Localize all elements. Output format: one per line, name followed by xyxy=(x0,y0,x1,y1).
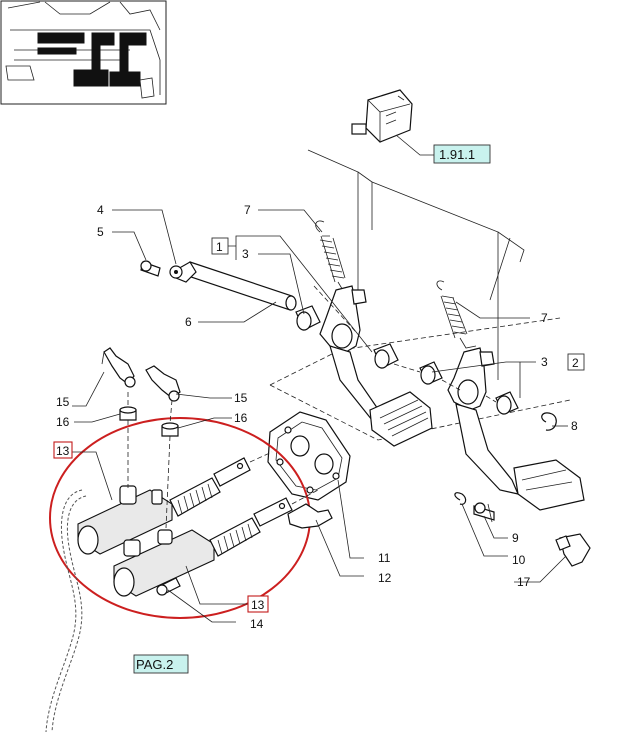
seal-right xyxy=(161,422,179,437)
part-label-4[interactable]: 4 xyxy=(97,203,104,217)
part-label-15-left[interactable]: 15 xyxy=(56,395,70,409)
brake-pedal xyxy=(447,347,585,511)
part-label-1: 1 xyxy=(216,240,223,254)
part-labels: 3 3 4 5 6 7 7 8 9 10 11 12 14 15 15 16 1… xyxy=(56,203,578,631)
label-box-2[interactable]: 2 xyxy=(567,353,585,371)
clevis-bracket xyxy=(287,503,333,529)
master-cylinder-lower xyxy=(113,497,293,597)
pedal-switch-drawing xyxy=(351,89,434,156)
clevis-pin xyxy=(473,502,495,523)
clutch-pedal xyxy=(319,285,433,447)
part-label-3-right[interactable]: 3 xyxy=(541,355,548,369)
frame-lines xyxy=(307,149,525,380)
part-label-11[interactable]: 11 xyxy=(378,551,391,565)
assembly-lines xyxy=(127,285,497,529)
part-label-13-lower: 13 xyxy=(251,598,265,612)
part-label-2: 2 xyxy=(572,356,579,370)
part-label-16-left[interactable]: 16 xyxy=(56,415,70,429)
reference-tag-pag-2[interactable]: PAG.2 xyxy=(133,654,189,674)
part-label-10[interactable]: 10 xyxy=(512,553,526,567)
hydraulic-hose xyxy=(45,489,83,733)
cylinder-screw xyxy=(156,577,181,596)
part-label-6[interactable]: 6 xyxy=(185,315,192,329)
part-label-7-left[interactable]: 7 xyxy=(244,203,251,217)
mounting-bracket xyxy=(555,533,591,567)
part-label-3-left[interactable]: 3 xyxy=(242,247,249,261)
leader-lines xyxy=(72,209,568,623)
part-label-13-upper: 13 xyxy=(56,444,70,458)
seal-left xyxy=(119,406,137,421)
return-spring-left xyxy=(315,220,355,293)
part-label-9[interactable]: 9 xyxy=(512,531,519,545)
retaining-clip xyxy=(541,412,557,431)
label-box-1[interactable]: 1 xyxy=(211,237,229,255)
locator-inset xyxy=(0,0,167,105)
reference-tag-1-91-1[interactable]: 1.91.1 xyxy=(433,144,491,164)
pedal-shaft xyxy=(140,260,297,311)
label-box-13-upper[interactable]: 13 xyxy=(53,441,73,459)
part-label-17[interactable]: 17 xyxy=(517,575,531,589)
label-box-13-lower[interactable]: 13 xyxy=(247,595,269,613)
elbow-fitting-left xyxy=(101,347,136,388)
mounting-plate xyxy=(267,411,351,501)
elbow-fitting-right xyxy=(145,365,181,402)
hydraulic-hose-outer xyxy=(51,495,87,733)
part-label-15-right[interactable]: 15 xyxy=(234,391,248,405)
master-cylinder-upper xyxy=(77,457,251,555)
part-label-14[interactable]: 14 xyxy=(250,617,264,631)
pedal-bushings xyxy=(295,305,519,415)
part-label-5[interactable]: 5 xyxy=(97,225,104,239)
reference-tag-1-91-1-text: 1.91.1 xyxy=(439,147,475,162)
reference-tag-pag-2-text: PAG.2 xyxy=(136,657,173,672)
spring-clip xyxy=(454,492,467,505)
part-label-7-right[interactable]: 7 xyxy=(541,311,548,325)
part-label-16-right[interactable]: 16 xyxy=(234,411,248,425)
part-label-12[interactable]: 12 xyxy=(378,571,392,585)
return-spring-right xyxy=(436,280,477,349)
part-label-8[interactable]: 8 xyxy=(571,419,578,433)
